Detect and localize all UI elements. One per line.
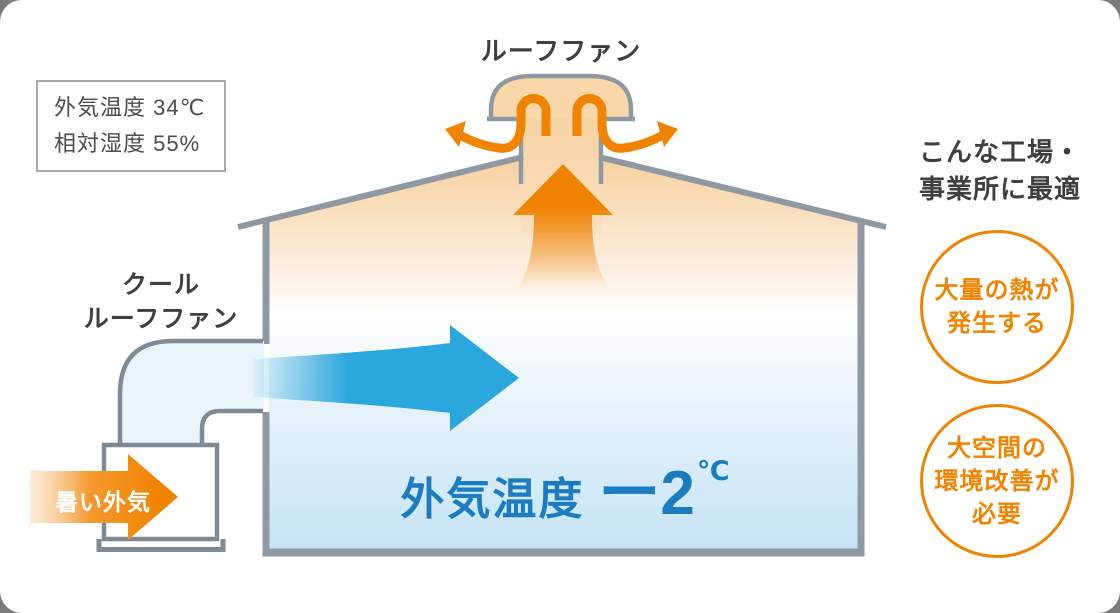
- badge-space-line1: 大空間の: [947, 434, 1047, 462]
- badge-heat-line2: 発生する: [947, 310, 1047, 337]
- outside-conditions-box: 外気温度 34℃ 相対湿度 55%: [36, 80, 226, 172]
- outside-humidity-text: 相対湿度 55%: [54, 131, 201, 156]
- cool-roof-fan-label: クール ルーフファン: [61, 268, 261, 336]
- suitability-badge-heat: 大量の熱が 発生する: [920, 230, 1074, 384]
- badge-space-line2: 環境改善が: [934, 467, 1060, 495]
- badge-heat-line1: 大量の熱が: [934, 277, 1060, 304]
- roof-fan-label: ルーフファン: [480, 36, 642, 66]
- duct-outer-edge: [117, 338, 263, 447]
- fan-flow-right-arrowhead-icon: [657, 121, 678, 147]
- fan-flow-right: [572, 94, 666, 153]
- cool-roof-fan-label-line2: ルーフファン: [83, 305, 239, 333]
- inside-temperature-unit: ℃: [696, 456, 730, 486]
- roof-line: [237, 154, 887, 230]
- roof-fan-cap: [491, 76, 631, 119]
- hot-air-arrow-icon: [30, 454, 178, 540]
- duct-inner-edge: [199, 408, 263, 447]
- suitability-heading: こんな工場・ 事業所に最適: [884, 134, 1116, 208]
- building-interior: [269, 160, 858, 549]
- badge-space-line3: 必要: [972, 500, 1022, 528]
- inside-temperature-value: ー2: [598, 459, 695, 528]
- inside-temperature-prefix: 外気温度: [400, 475, 585, 524]
- cool-air-arrow-icon: [253, 325, 519, 431]
- cool-roof-fan-label-line1: クール: [121, 271, 200, 299]
- fan-flow-left-arrowhead-icon: [445, 121, 466, 147]
- exhaust-up-arrow-icon: [513, 164, 613, 294]
- suitability-heading-line1: こんな工場・: [918, 137, 1081, 167]
- duct-fill: [120, 341, 264, 445]
- fan-flow-left: [457, 94, 551, 153]
- hot-outside-air-label: 暑い外気: [55, 489, 151, 515]
- suitability-heading-line2: 事業所に最適: [918, 174, 1081, 204]
- suitability-badge-space: 大空間の 環境改善が 必要: [920, 404, 1074, 558]
- outside-temperature-text: 外気温度 34℃: [54, 95, 206, 120]
- inside-temperature: 外気温度 ー2 ℃: [330, 442, 800, 532]
- roof-fan-cap-outline: [488, 73, 634, 121]
- fan-unit-stand: [96, 539, 226, 552]
